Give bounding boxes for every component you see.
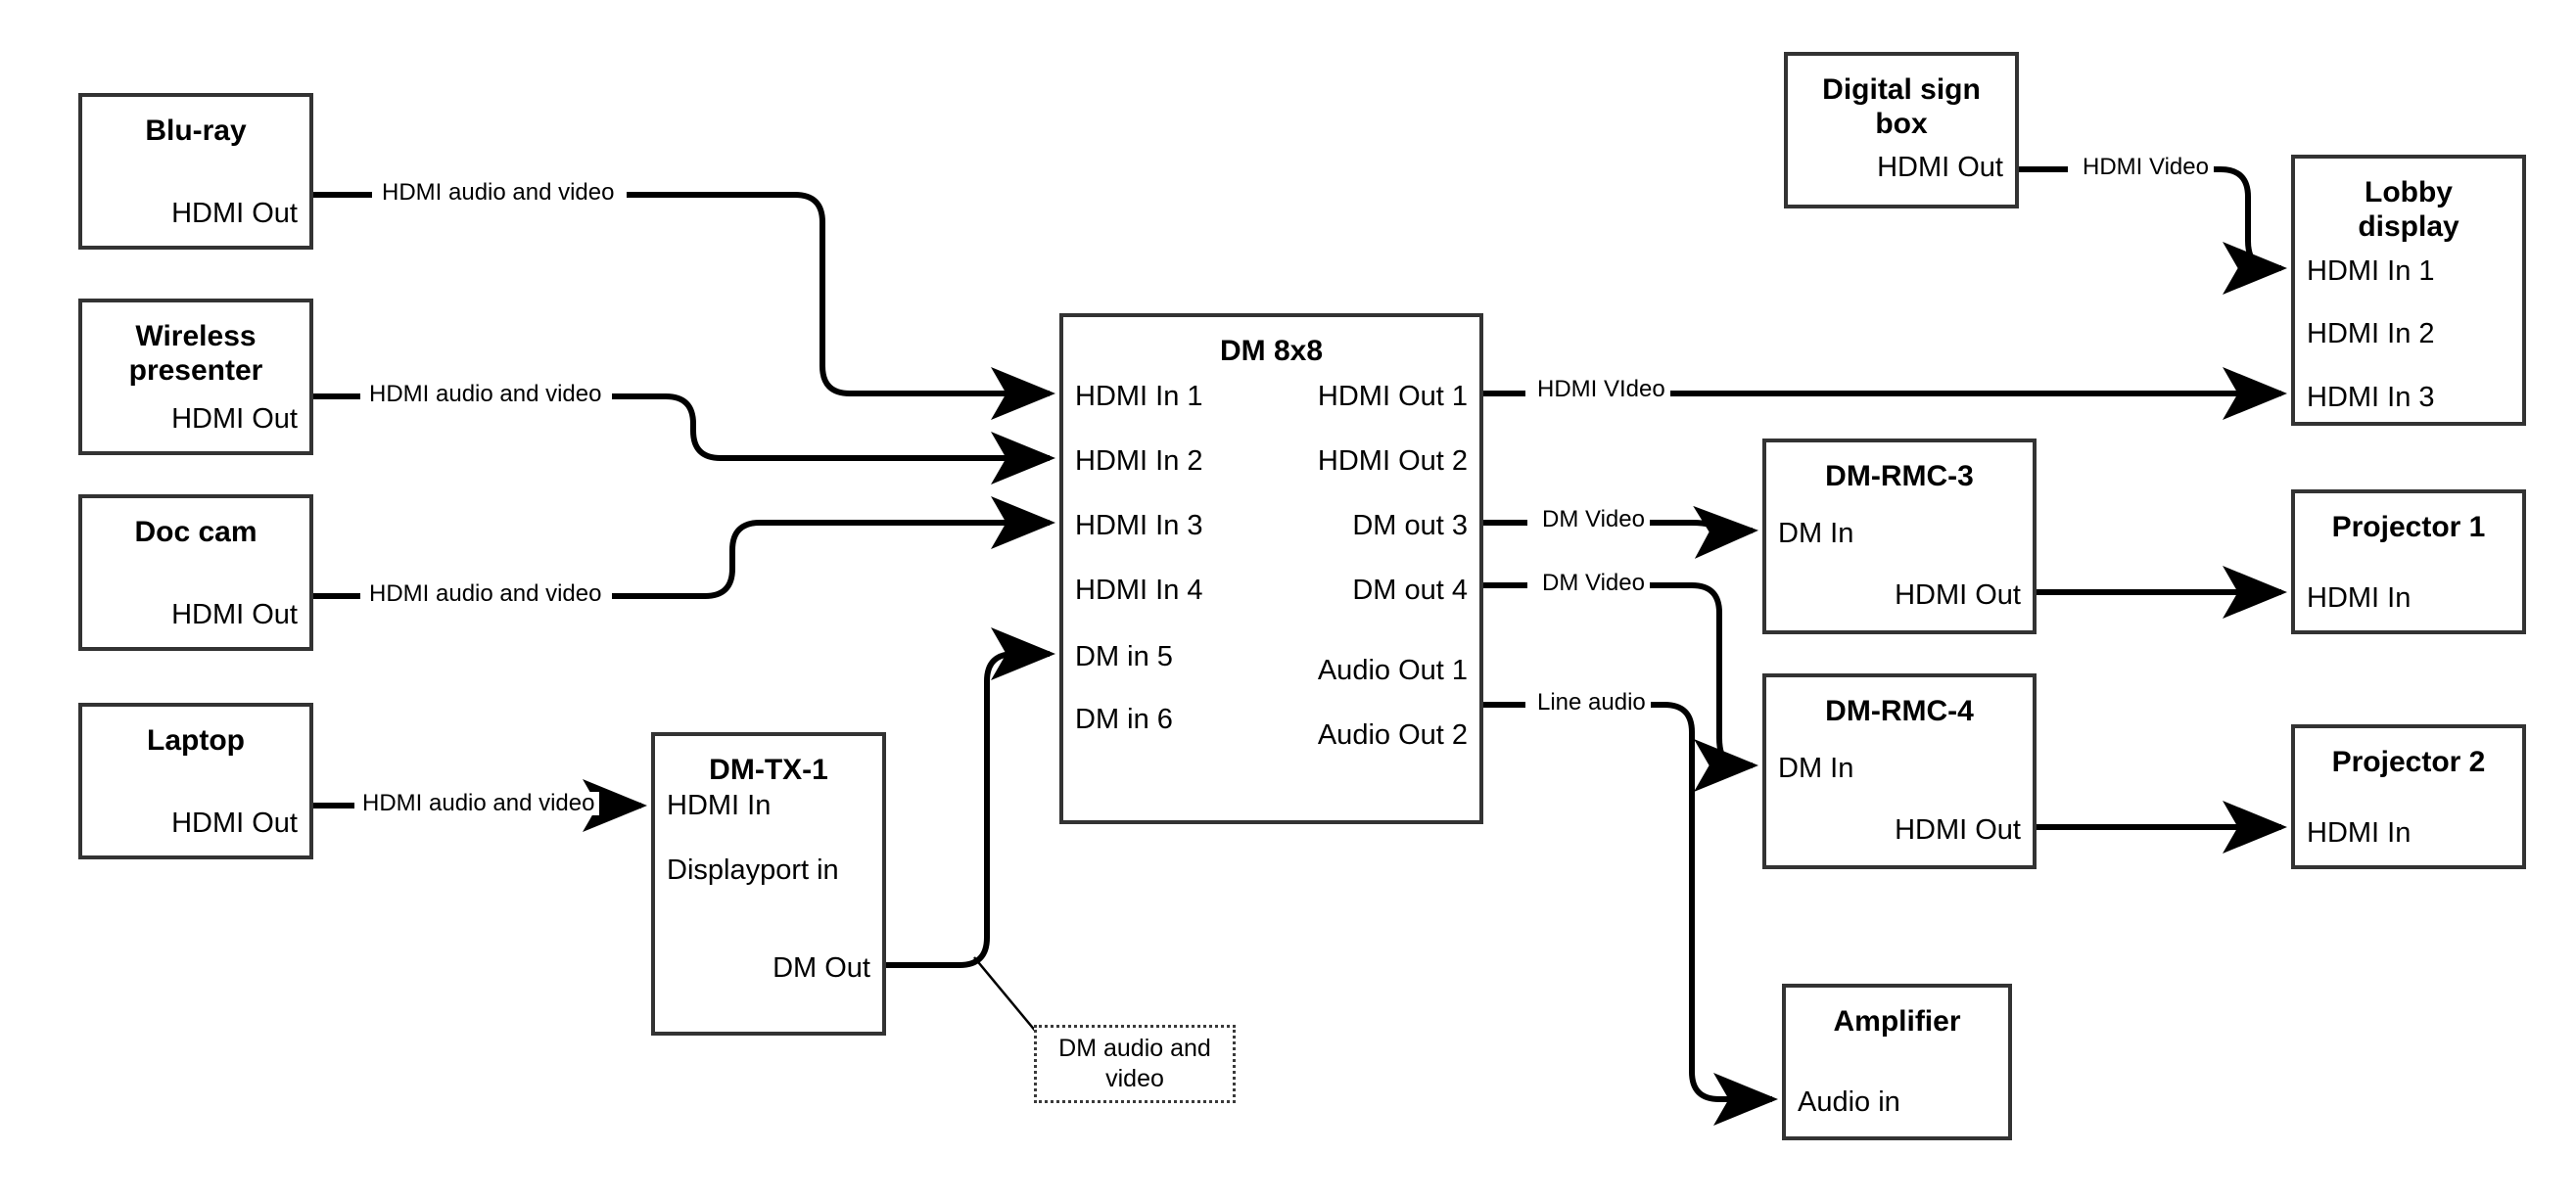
port-displayport-in[interactable]: Displayport in [667,855,839,886]
port-dm-in[interactable]: DM In [1778,518,1854,549]
wire-audio1-b [1625,702,1778,1126]
node-title: DM-TX-1 [709,754,828,786]
wire-label-wl-wireless: HDMI audio and video [364,383,607,406]
port-hdmi-in-4[interactable]: HDMI In 4 [1075,575,1203,606]
wire-wireless-b [612,393,1055,485]
node-title: Doc cam [134,516,258,548]
node-title: DM-RMC-3 [1825,460,1974,492]
port-hdmi-in-1[interactable]: HDMI In 1 [2307,255,2435,287]
port-audio-out-2[interactable]: Audio Out 2 [1317,719,1468,751]
port-hdmi-out[interactable]: HDMI Out [1895,814,2021,846]
port-hdmi-in[interactable]: HDMI In [2307,817,2412,849]
port-dm-in[interactable]: DM In [1778,753,1854,784]
node-title: DM 8x8 [1219,335,1324,367]
wire-label-wl-bluray: HDMI audio and video [377,181,620,205]
wire-label-wl-dmout4: DM Video [1537,572,1650,595]
wire-sign-b [2201,166,2287,295]
wire-doccam-b [612,496,1055,599]
port-hdmi-out[interactable]: HDMI Out [1877,152,2003,183]
port-dm-out-4[interactable]: DM out 4 [1352,575,1468,606]
node-rmc4[interactable]: DM-RMC-4 DM In HDMI Out [1762,673,2037,869]
wire-label-wl-laptop: HDMI audio and video [357,792,600,815]
node-title: Projector 1 [2331,511,2486,543]
port-hdmi-in-2[interactable]: HDMI In 2 [1075,445,1203,477]
port-hdmi-out[interactable]: HDMI Out [171,403,298,435]
wire-dmout4-b [1630,582,1758,792]
port-hdmi-in-3[interactable]: HDMI In 3 [1075,510,1203,541]
node-title: Amplifier [1833,1005,1961,1038]
wire-label-wl-sign: HDMI Video [2078,156,2214,179]
wire-label-wl-doccam: HDMI audio and video [364,582,607,606]
port-dm-in-6[interactable]: DM in 6 [1075,704,1173,735]
node-proj1[interactable]: Projector 1 HDMI In [2291,489,2526,634]
node-proj2[interactable]: Projector 2 HDMI In [2291,724,2526,869]
wire-label-wl-dmout3: DM Video [1537,508,1650,531]
wire-bluray-b [627,192,1055,420]
node-title: Projector 2 [2331,746,2486,778]
port-hdmi-out[interactable]: HDMI Out [171,808,298,839]
wire-dmtx-dm8x8 [886,627,1055,968]
port-dm-in-5[interactable]: DM in 5 [1075,641,1173,672]
wire-dmout3-b [1630,505,1758,559]
port-hdmi-in-1[interactable]: HDMI In 1 [1075,381,1203,412]
port-hdmi-out[interactable]: HDMI Out [171,198,298,229]
callout-dm-audio-video-note: DM audio and video [1034,1025,1236,1103]
wire-label-wl-hdmiout1: HDMI VIdeo [1532,378,1670,401]
port-hdmi-in[interactable]: HDMI In [2307,582,2412,614]
node-rmc3[interactable]: DM-RMC-3 DM In HDMI Out [1762,439,2037,634]
wire-label-wl-audio1: Line audio [1532,691,1651,715]
port-hdmi-in[interactable]: HDMI In [667,790,772,821]
port-hdmi-in-3[interactable]: HDMI In 3 [2307,382,2435,413]
port-hdmi-out-2[interactable]: HDMI Out 2 [1317,445,1468,477]
port-hdmi-out[interactable]: HDMI Out [171,599,298,630]
port-hdmi-out[interactable]: HDMI Out [1895,579,2021,611]
port-hdmi-in-2[interactable]: HDMI In 2 [2307,318,2435,349]
port-dm-out-3[interactable]: DM out 3 [1352,510,1468,541]
node-title: Laptop [147,724,245,757]
node-title: DM-RMC-4 [1825,695,1974,727]
port-audio-in[interactable]: Audio in [1798,1086,1900,1118]
port-audio-out-1[interactable]: Audio Out 1 [1317,655,1468,686]
node-title: Blu-ray [145,115,247,147]
port-dm-out[interactable]: DM Out [773,952,870,984]
port-hdmi-out-1[interactable]: HDMI Out 1 [1317,381,1468,412]
